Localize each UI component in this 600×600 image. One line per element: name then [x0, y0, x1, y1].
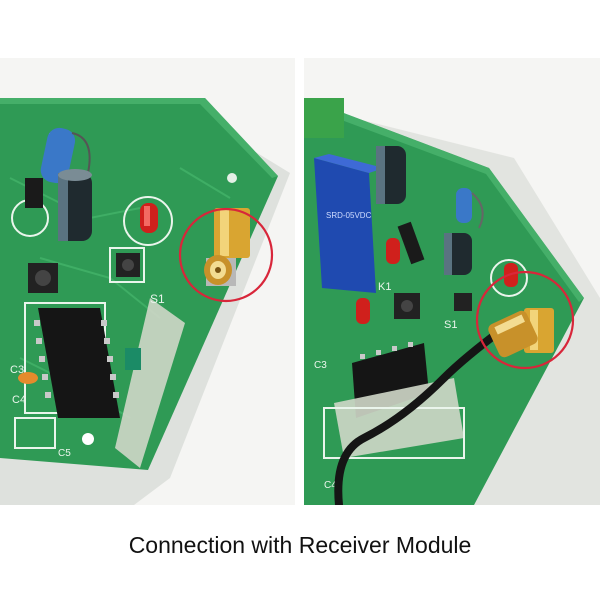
resistor-icon — [40, 127, 91, 184]
highlight-circle — [475, 270, 575, 370]
button-icon — [28, 253, 140, 293]
left-photo: S1 C3 C4 C5 — [0, 58, 295, 505]
board-label: C3 — [314, 360, 327, 371]
cable-icon — [334, 324, 508, 505]
board-label: C5 — [58, 448, 71, 459]
antenna-connector-icon — [488, 308, 554, 358]
capacitor-icon — [58, 169, 92, 241]
board-label: S1 — [150, 292, 165, 306]
relay-icon: SRD-05VDC — [314, 154, 384, 293]
svg-text:SRD-05VDC: SRD-05VDC — [326, 211, 372, 220]
highlight-circle — [178, 207, 274, 303]
right-photo: SRD-05VDC — [304, 58, 600, 505]
board-label: C4 — [324, 480, 337, 491]
board-label: C3 — [10, 364, 24, 376]
board-label: S1 — [444, 319, 457, 331]
panel-divider — [295, 58, 304, 505]
board-label: C4 — [12, 394, 26, 406]
led-icon — [140, 203, 158, 233]
chip-icon — [34, 308, 120, 418]
antenna-connector-icon — [204, 208, 250, 286]
capacitor-icon — [376, 146, 472, 275]
board-label: K1 — [378, 281, 391, 293]
caption: Connection with Receiver Module — [128, 532, 472, 558]
